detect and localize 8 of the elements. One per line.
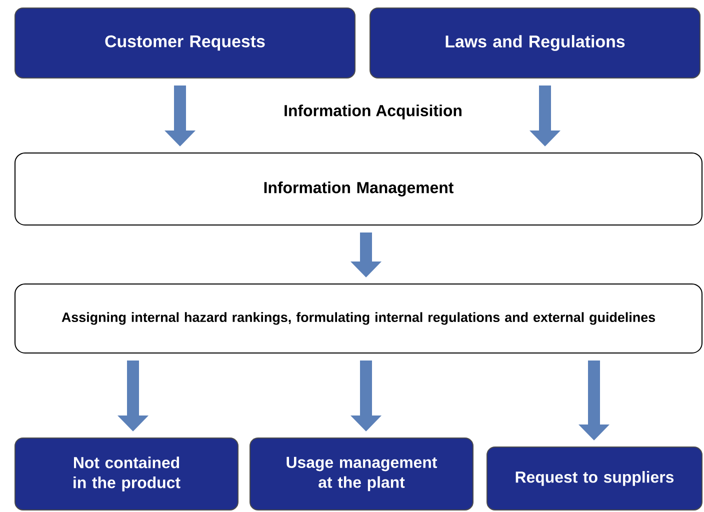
section-label: Information Acquisition <box>284 104 462 120</box>
category-box: Usage management at the plant <box>250 437 474 510</box>
process-box: Assigning internal hazard rankings, formulating internal regulations and external guidelines <box>14 283 702 354</box>
category-box: Request to suppliers <box>486 446 702 510</box>
category-box: Laws and Regulations <box>370 8 700 78</box>
process-box: Information Management <box>14 152 702 226</box>
category-box: Customer Requests <box>14 8 356 78</box>
category-box: Not contained in the product <box>14 437 238 510</box>
